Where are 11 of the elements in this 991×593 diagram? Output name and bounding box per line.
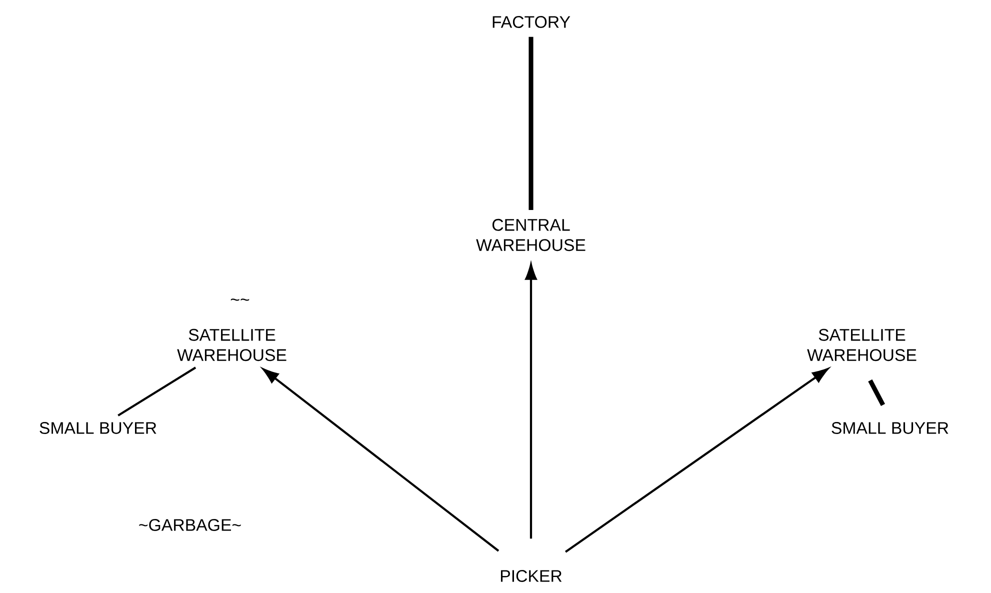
arrow bbox=[564, 368, 828, 553]
node-text: SATELLITE WAREHOUSE bbox=[807, 328, 916, 362]
node-text: CENTRAL WAREHOUSE bbox=[476, 218, 586, 252]
arrow bbox=[262, 368, 500, 552]
note-text: ~~ bbox=[230, 298, 250, 301]
node-text: SATELLITE WAREHOUSE bbox=[177, 328, 286, 362]
node-text: SMALL BUYER bbox=[832, 422, 948, 434]
node-text: SMALL BUYER bbox=[40, 422, 156, 434]
node-text: FACTORY bbox=[492, 16, 570, 28]
node-text: PICKER bbox=[500, 570, 562, 582]
note-text: ~GARBAGE~ bbox=[139, 519, 241, 531]
